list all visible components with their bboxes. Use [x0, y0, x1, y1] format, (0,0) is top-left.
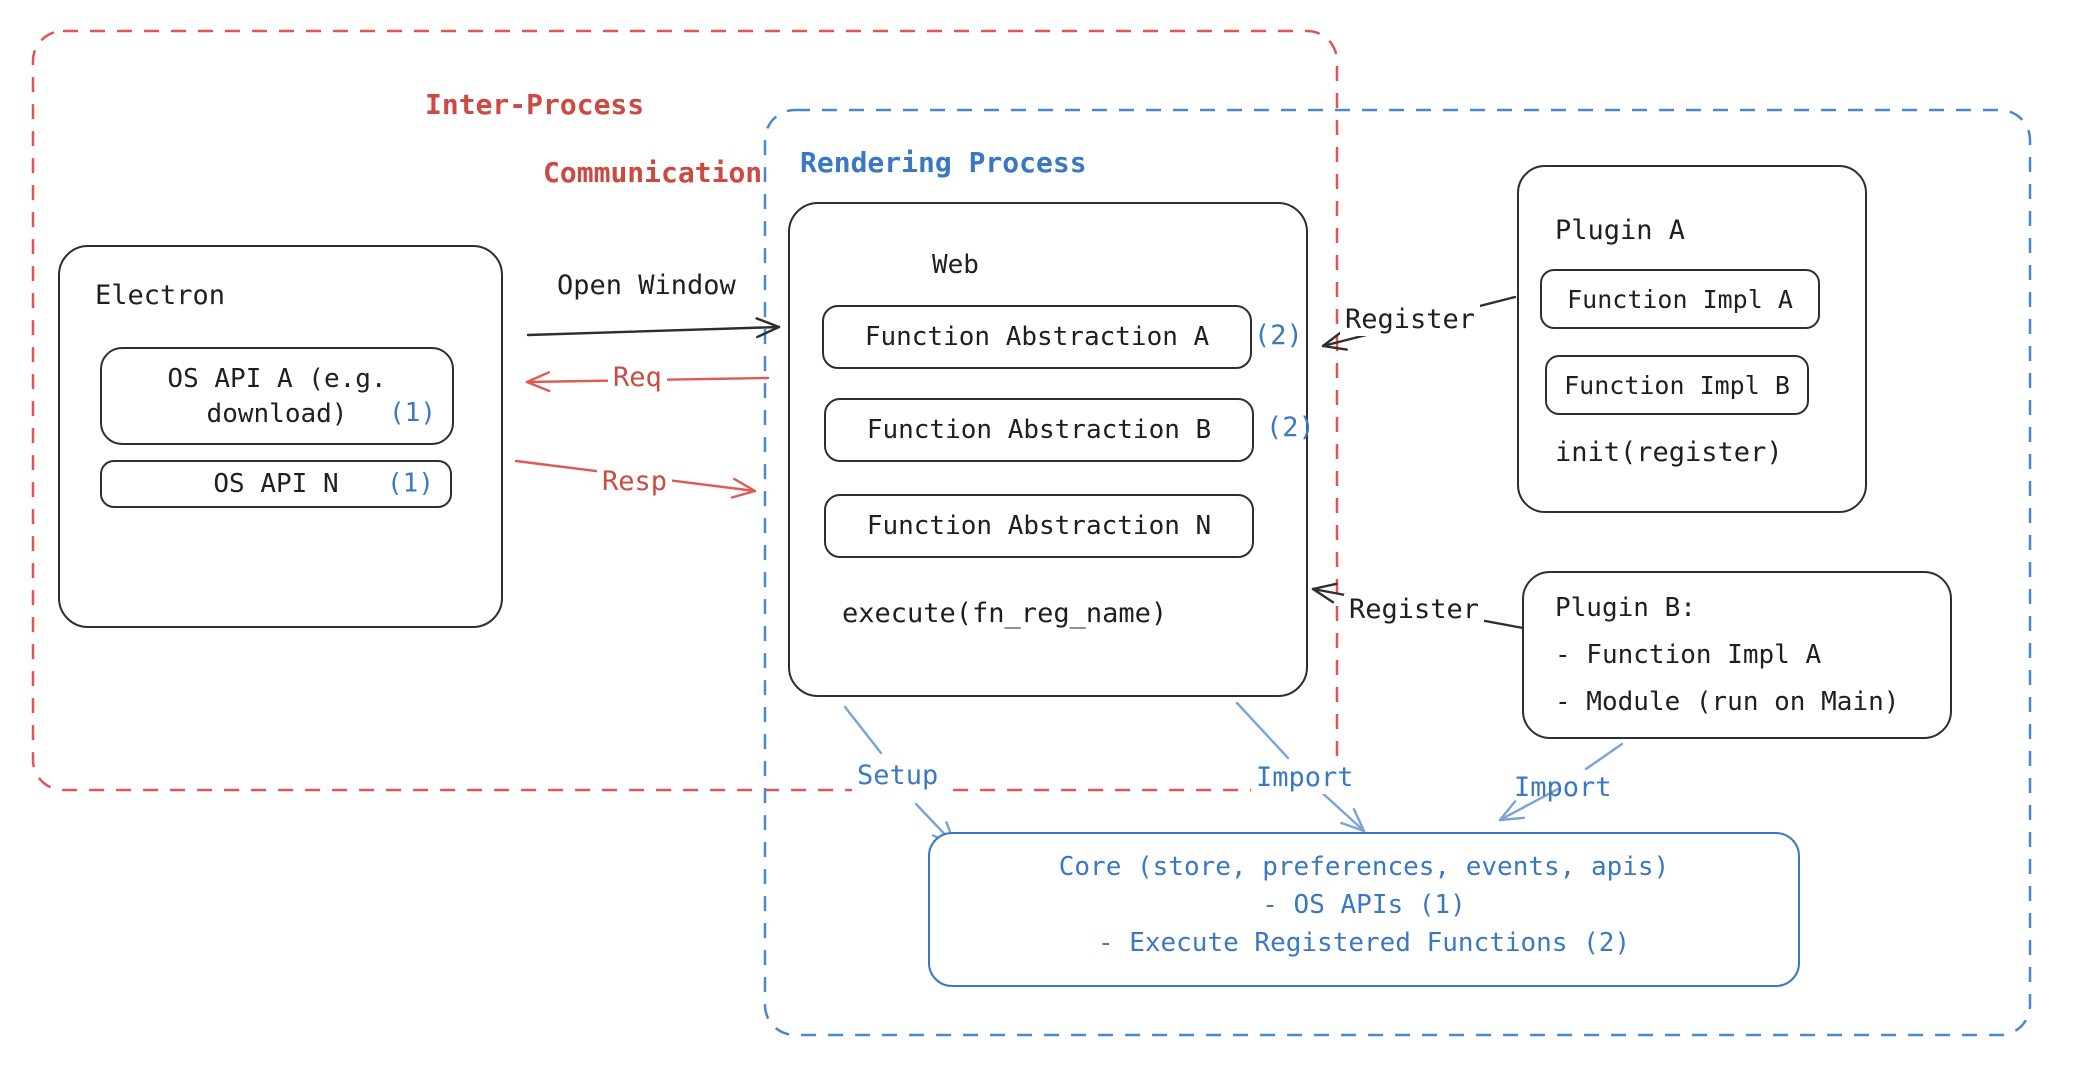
function-abstraction-a-label: Function Abstraction A: [864, 321, 1210, 352]
req-arrow-head: [525, 371, 551, 384]
core-line-1: Core (store, preferences, events, apis): [1058, 852, 1670, 882]
import-web-label: Import: [1251, 762, 1359, 794]
function-abstraction-b-chip: Function Abstraction B: [824, 398, 1254, 462]
import-plugin-line: [1584, 742, 1624, 771]
plugin-a-title: Plugin A: [1555, 215, 1686, 246]
req-arrow-head: [525, 380, 551, 393]
import-web-arrow-head: [1352, 807, 1366, 833]
function-impl-b-chip: Function Impl B: [1545, 355, 1809, 415]
import-plugin-arrow-head: [1498, 800, 1517, 822]
req-label: Req: [608, 362, 667, 394]
plugin-b-impl-a-line: - Function Impl A: [1555, 640, 1822, 670]
os-api-a-label-line1: OS API A (e.g.: [167, 364, 387, 394]
plugin-b-title: Plugin B:: [1555, 593, 1696, 623]
function-abstraction-b-badge: (2): [1266, 412, 1315, 443]
import-plugin-b-label: Import: [1514, 772, 1612, 803]
init-register-label: init(register): [1555, 437, 1783, 468]
core-line-3: - Execute Registered Functions (2): [1097, 928, 1631, 958]
core-node: Core (store, preferences, events, apis) …: [928, 832, 1800, 987]
resp-arrow-head: [730, 489, 757, 499]
function-abstraction-n-chip: Function Abstraction N: [824, 494, 1254, 558]
execute-fn-label: execute(fn_reg_name): [842, 598, 1168, 629]
register-b-arrow-head: [1311, 582, 1338, 591]
register-b-label: Register: [1344, 594, 1485, 626]
os-api-a-badge: (1): [389, 398, 436, 428]
open-window-arrow-head: [756, 325, 781, 339]
web-node: Web Function Abstraction A Function Abst…: [788, 202, 1308, 697]
os-api-a-label-line2: download): [206, 399, 348, 429]
import-web-arrow-head: [1340, 821, 1366, 833]
function-abstraction-a-badge: (2): [1254, 320, 1303, 351]
electron-title: Electron: [95, 280, 226, 311]
function-abstraction-a-chip: Function Abstraction A: [822, 305, 1252, 369]
register-b-arrow-head: [1311, 587, 1335, 604]
os-api-n-badge: (1): [387, 468, 434, 499]
register-a-label: Register: [1340, 304, 1481, 336]
function-impl-a-label: Function Impl A: [1567, 284, 1793, 314]
plugin-b-node: Plugin B: - Function Impl A - Module (ru…: [1522, 571, 1952, 739]
rendering-region-label: Rendering Process: [800, 146, 1087, 179]
core-line-2: - OS APIs (1): [1262, 890, 1466, 920]
resp-label: Resp: [597, 466, 673, 498]
ipc-label-line2: Communication: [543, 156, 763, 189]
plugin-b-module-line: - Module (run on Main): [1555, 687, 1900, 717]
setup-label: Setup: [852, 760, 944, 792]
web-title: Web: [932, 250, 979, 280]
electron-node: Electron OS API A (e.g. download) (1) OS…: [58, 245, 503, 628]
open-window-arrow-head: [755, 317, 781, 329]
open-window-label: Open Window: [557, 270, 736, 301]
os-api-n-label: OS API N: [213, 468, 339, 499]
os-api-n-chip: OS API N (1): [100, 460, 452, 508]
setup-line: [843, 705, 883, 755]
function-abstraction-b-label: Function Abstraction B: [866, 414, 1212, 445]
register-a-arrow-head: [1321, 344, 1348, 351]
function-impl-b-label: Function Impl B: [1564, 370, 1790, 400]
open-window-arrow: [526, 325, 781, 337]
ipc-region-label: Inter-Process Communication: [425, 88, 762, 190]
import-web-arrow: [1316, 787, 1366, 833]
function-impl-a-chip: Function Impl A: [1540, 269, 1820, 329]
import-web-line: [1235, 701, 1290, 760]
os-api-a-chip: OS API A (e.g. download) (1): [100, 347, 454, 445]
resp-arrow-head: [733, 477, 757, 493]
function-abstraction-n-label: Function Abstraction N: [866, 510, 1212, 541]
import-plugin-arrow-head: [1498, 816, 1526, 822]
plugin-a-node: Plugin A Function Impl A Function Impl B…: [1517, 165, 1867, 513]
ipc-label-line1: Inter-Process: [425, 88, 645, 121]
